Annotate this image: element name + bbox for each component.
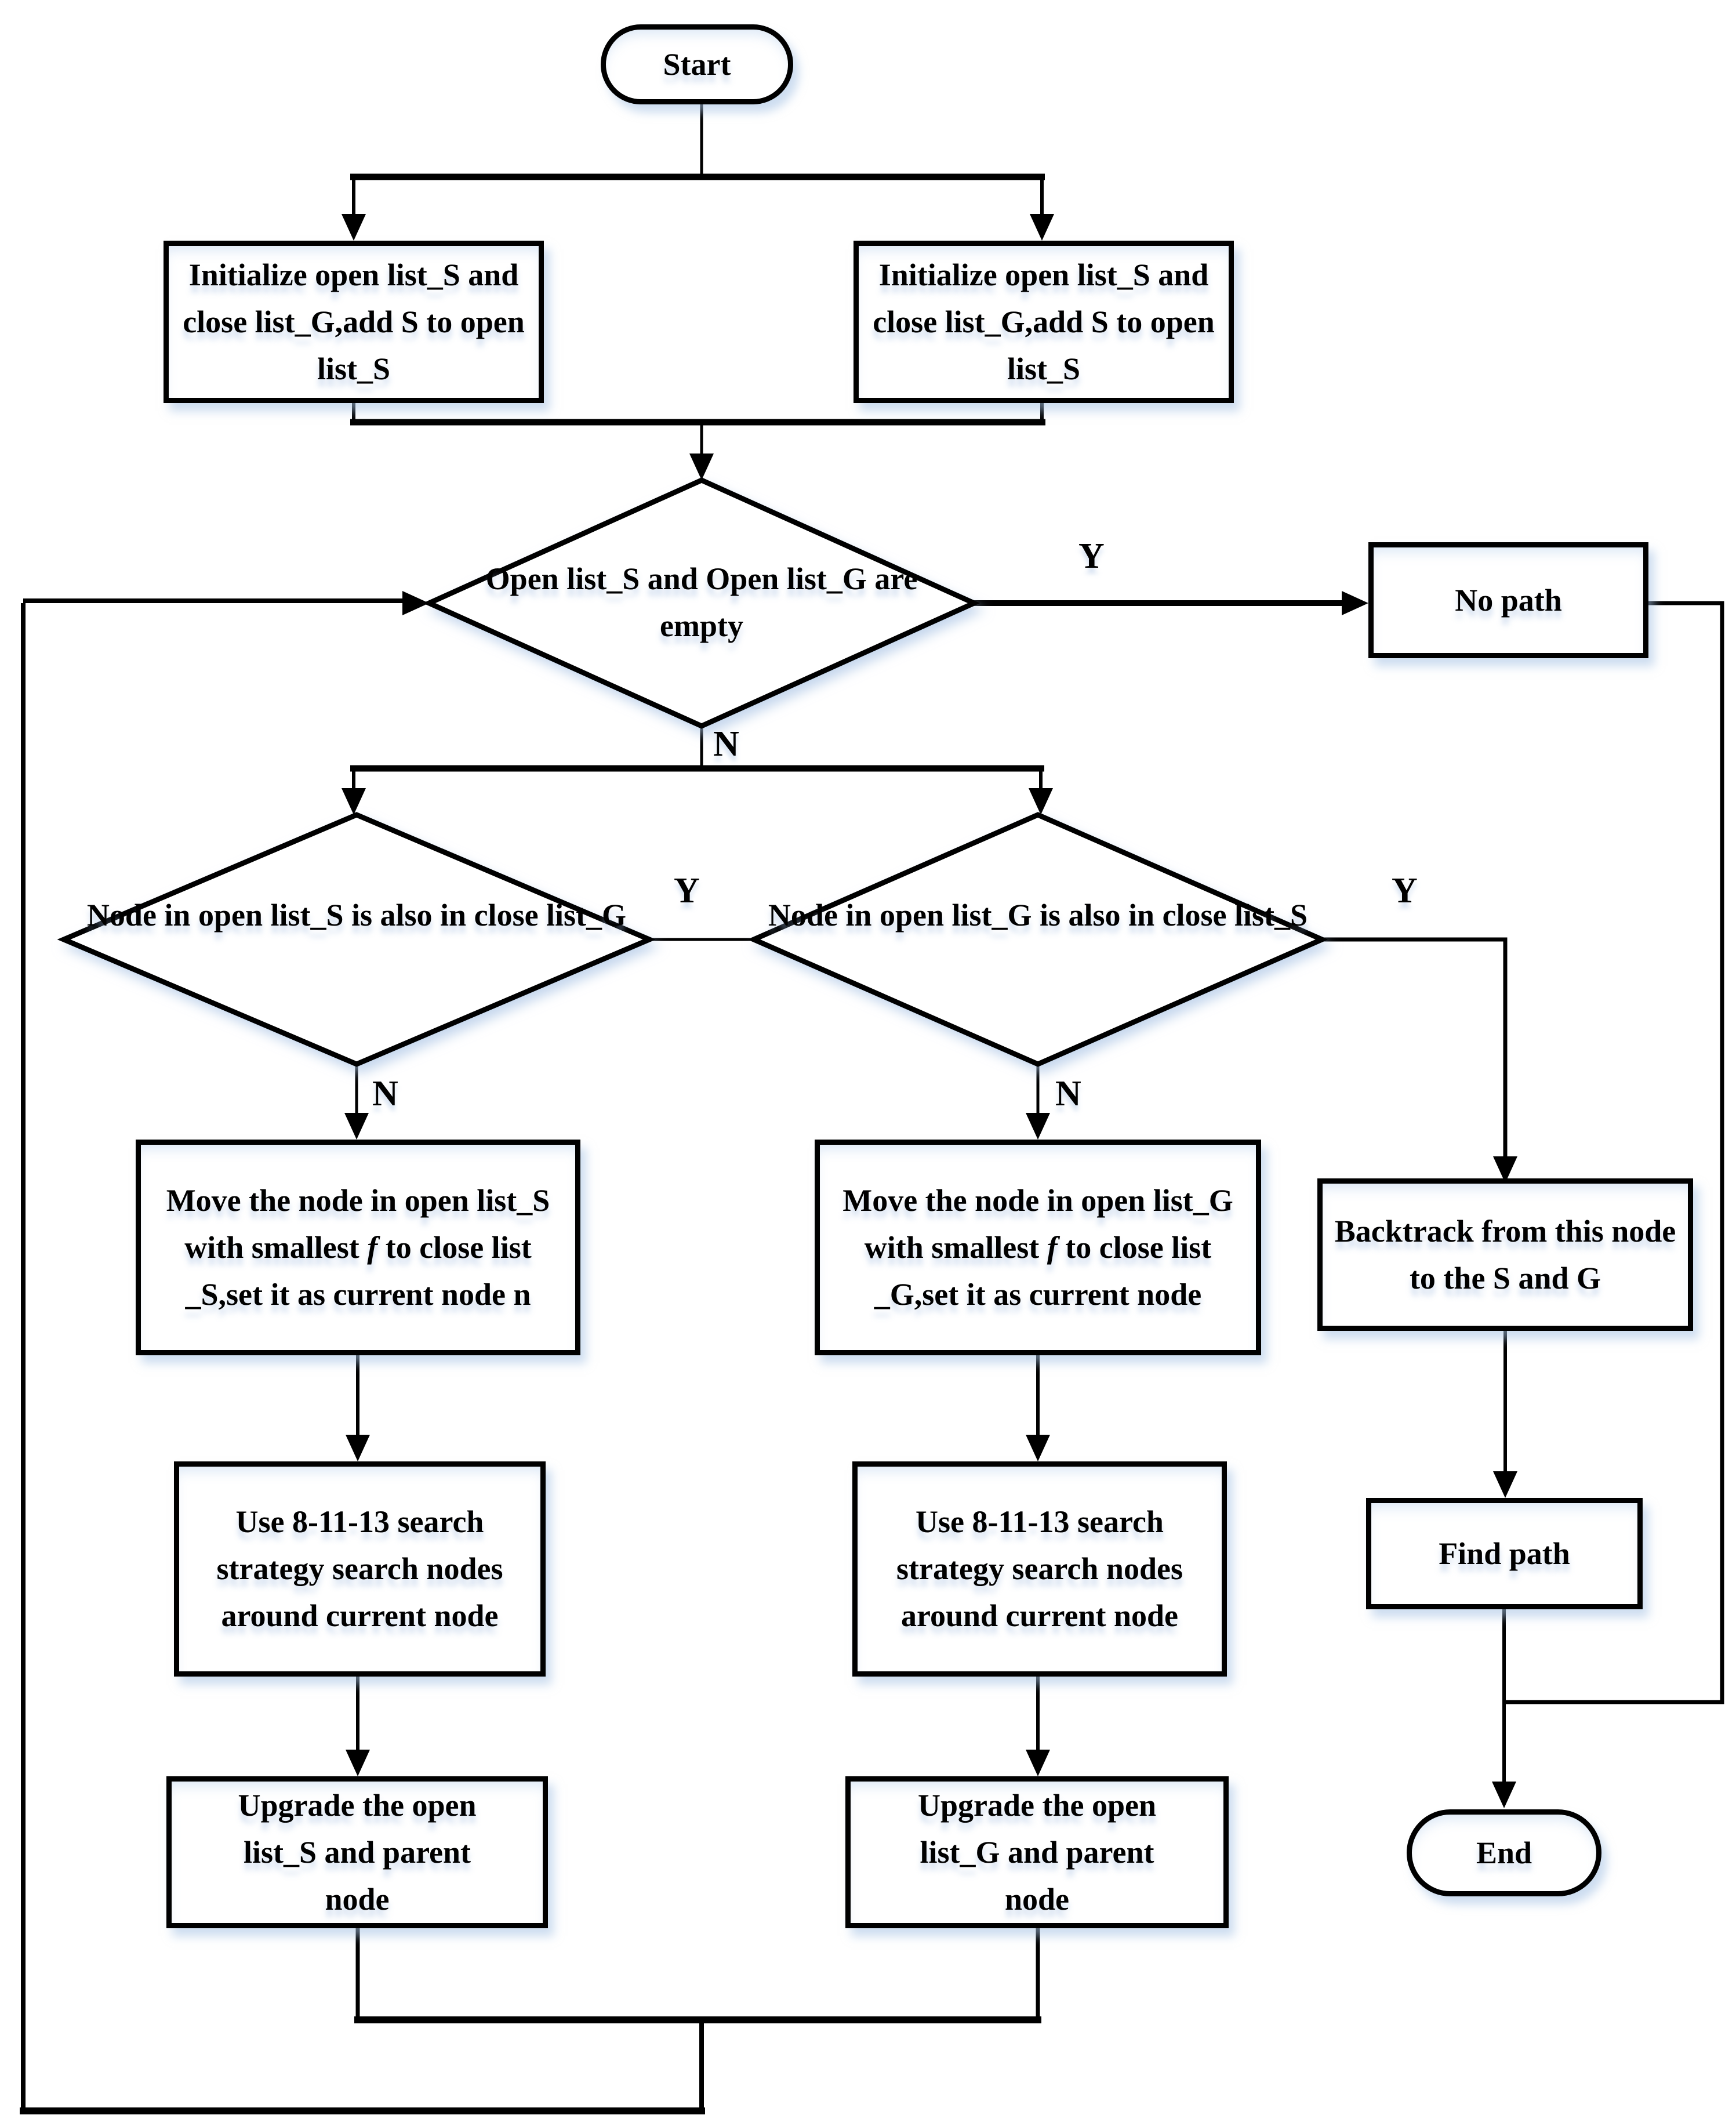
move-smallest-f-right-label: Move the node in open list_G with smalle… [842, 1182, 1233, 1312]
move-smallest-f-left-box: Move the node in open list_S with smalle… [136, 1140, 580, 1355]
edge-label-right-yes: Y [1392, 871, 1418, 910]
start-label: Start [663, 46, 731, 82]
connector-lines [20, 104, 1724, 2114]
arrowheads [342, 214, 1517, 1808]
upgrade-open-list-right-label: Upgrade the open list_G and parent node [917, 1787, 1156, 1917]
no-path-box: No path [1368, 542, 1648, 658]
backtrack-box: Backtrack from this node to the S and G [1317, 1178, 1693, 1331]
edge-label-right-no: N [1055, 1074, 1081, 1113]
backtrack-label: Backtrack from this node to the S and G [1334, 1213, 1676, 1296]
decision-lists-empty-label: Open list_S and Open list_G are empty [485, 561, 918, 643]
search-strategy-left-box: Use 8-11-13 search strategy search nodes… [174, 1461, 546, 1677]
upgrade-open-list-right-box: Upgrade the open list_G and parent node [845, 1776, 1229, 1928]
init-lists-right-label: Initialize open list_S and close list_G,… [873, 257, 1215, 386]
edge-label-left-no: N [372, 1074, 398, 1113]
end-label: End [1476, 1835, 1532, 1870]
f-cost-symbol: f [367, 1229, 378, 1265]
upgrade-open-list-left-box: Upgrade the open list_S and parent node [166, 1776, 548, 1928]
f-cost-symbol: f [1047, 1229, 1058, 1265]
no-path-label: No path [1455, 582, 1562, 618]
start-node: Start [601, 24, 793, 104]
search-strategy-left-label: Use 8-11-13 search strategy search nodes… [216, 1504, 503, 1633]
init-lists-right-box: Initialize open list_S and close list_G,… [854, 241, 1234, 403]
edge-label-empty-yes: Y [1078, 536, 1105, 576]
find-path-box: Find path [1366, 1498, 1643, 1609]
decision-lists-empty-diamond [423, 477, 980, 729]
upgrade-open-list-left-label: Upgrade the open list_S and parent node [238, 1787, 477, 1917]
end-node: End [1407, 1809, 1601, 1896]
decision-node-g-in-close-s-label: Node in open list_G is also in close lis… [768, 898, 1308, 933]
decision-node-s-in-close-g-label: Node in open list_S is also in close lis… [86, 898, 627, 933]
edge-label-empty-no: N [713, 724, 739, 764]
find-path-label: Find path [1439, 1536, 1570, 1571]
init-lists-left-box: Initialize open list_S and close list_G,… [164, 241, 544, 403]
decision-node-g-in-close-s-diamond [747, 812, 1329, 1067]
move-smallest-f-right-box: Move the node in open list_G with smalle… [815, 1140, 1261, 1355]
edge-label-left-yes: Y [674, 871, 700, 910]
search-strategy-right-box: Use 8-11-13 search strategy search nodes… [852, 1461, 1227, 1677]
search-strategy-right-label: Use 8-11-13 search strategy search nodes… [896, 1504, 1183, 1633]
move-smallest-f-left-label: Move the node in open list_S with smalle… [166, 1182, 550, 1312]
init-lists-left-label: Initialize open list_S and close list_G,… [183, 257, 525, 386]
decision-node-s-in-close-g-diamond [57, 812, 656, 1067]
